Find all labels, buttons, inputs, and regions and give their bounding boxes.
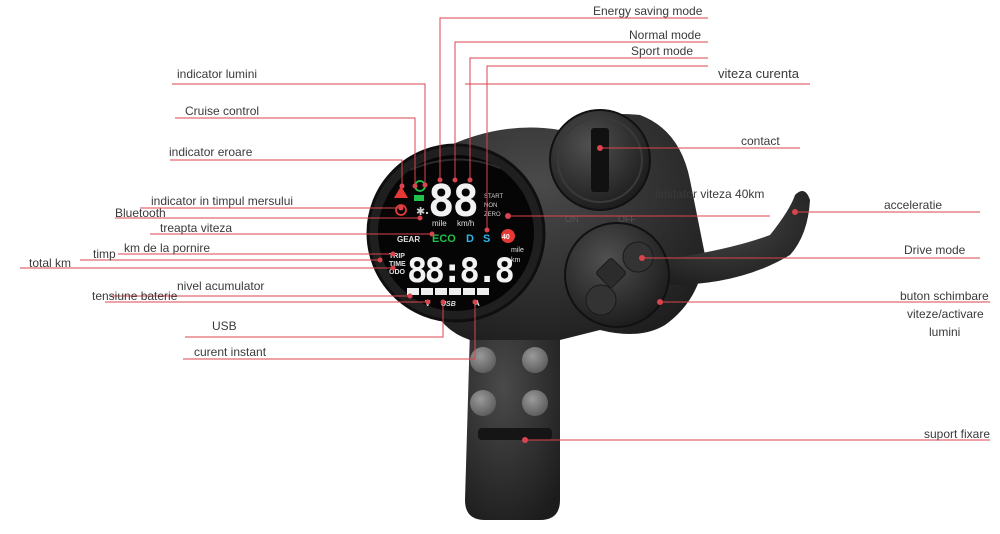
key-off-label: OFF [618, 214, 636, 224]
light-button[interactable] [585, 284, 617, 316]
key-on-label: ON [565, 214, 579, 224]
mount-slot [478, 428, 552, 440]
mount-bolt [470, 390, 496, 416]
gear-label: GEAR [397, 235, 420, 244]
usb-label: USB [441, 301, 456, 308]
callout-buton-schimbare-line1: buton schimbare [900, 289, 989, 303]
callout-buton-schimbare-line3: lumini [929, 325, 961, 339]
callout-suport-fixare: suport fixare [924, 427, 991, 441]
zero-label: ZERO [484, 212, 501, 218]
callout-nivel-acumulator: nivel acumulator [177, 279, 265, 293]
callout-total-km: total km [29, 256, 72, 270]
callout-timp: timp [93, 247, 116, 261]
speed-unit-kmh: km/h [457, 219, 474, 228]
callout-indicator-mers: indicator in timpul mersului [151, 194, 294, 208]
battery-level-bar [407, 288, 489, 295]
callout-drive-mode: Drive mode [904, 243, 966, 257]
mount-bolt [522, 390, 548, 416]
throttle-lever[interactable] [660, 191, 810, 285]
callout-limitator-viteza: limitator viteza 40km [655, 187, 765, 201]
speed-limit-value: 40 [502, 234, 510, 241]
callout-curent-instant: curent instant [194, 345, 267, 359]
callout-energy-saving-mode: Energy saving mode [593, 4, 703, 18]
mode-button[interactable] [622, 241, 654, 273]
eco-mode-label: ECO [432, 233, 456, 245]
ride-indicator-icon [395, 204, 407, 216]
key-slot [591, 128, 609, 192]
mount-bolt [470, 347, 496, 373]
speed-limit-badge [501, 229, 515, 243]
light-indicator-icon [414, 195, 424, 201]
callout-buton-schimbare-line2: viteze/activare [907, 307, 984, 321]
callout-acceleratie: acceleratie [884, 198, 943, 212]
callout-bluetooth: Bluetooth [115, 206, 166, 220]
callout-usb: USB [212, 319, 237, 333]
callout-treapta-viteza: treapta viteza [160, 221, 233, 235]
mount-clamp [465, 330, 560, 520]
display-screen [378, 155, 534, 311]
callout-indicator-eroare: indicator eroare [169, 145, 253, 159]
callout-km-pornire: km de la pornire [124, 241, 211, 255]
odo-unit-km: km [511, 257, 521, 264]
odo-label: ODO [389, 269, 406, 276]
start-label: START [484, 194, 503, 200]
leader-endpoints [377, 145, 798, 443]
power-button[interactable] [595, 257, 626, 288]
d-mode-label: D [466, 233, 474, 245]
speed-unit-mile: mile [432, 219, 447, 228]
callout-contact: contact [741, 134, 780, 148]
non-label: NON [484, 203, 497, 209]
bluetooth-icon: ✱ [416, 205, 425, 218]
callout-viteza-curenta: viteza curenta [718, 66, 799, 81]
trip-label: TRIP [389, 253, 405, 260]
callout-tensiune-baterie: tensiune baterie [92, 289, 178, 303]
callout-normal-mode: Normal mode [629, 28, 702, 42]
speed-digits: 88 [428, 176, 477, 227]
callout-cruise-control: Cruise control [185, 104, 260, 118]
callout-indicator-lumini: indicator lumini [177, 67, 258, 81]
odometer-digits: 88:8.8 [407, 251, 513, 291]
time-label: TIME [389, 261, 406, 268]
callout-sport-mode: Sport mode [631, 44, 694, 58]
error-warning-icon [394, 186, 408, 198]
s-mode-label: S [483, 233, 490, 245]
odo-unit-mile: mile [511, 247, 524, 254]
leader-lines [20, 17, 990, 441]
mount-bolt [522, 347, 548, 373]
